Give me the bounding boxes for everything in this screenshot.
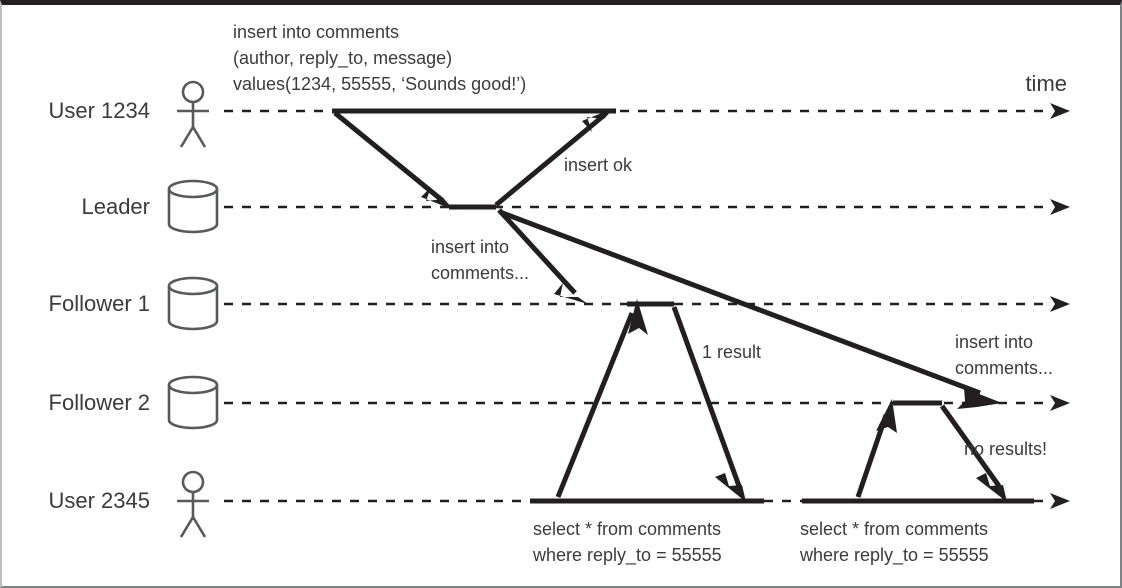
activation-segments [332,108,1034,504]
message-label-select-f2-line2: where reply_to = 55555 [799,545,989,566]
stick-figure-icon [177,470,209,538]
actor-label-user1234: User 1234 [48,98,150,123]
message-arrow-insert-ok [494,108,614,207]
message-label-insert-request-line1: insert into comments [233,22,399,42]
database-cylinder-icon [167,179,219,234]
message-arrow-select-f1 [555,299,648,498]
time-arrow-follower2 [1050,395,1070,411]
message-label-replicate-f2-line1: insert into [955,332,1033,352]
actor-label-user2345: User 2345 [48,488,150,513]
message-label-one-result: 1 result [702,342,761,362]
message-label-replicate-f1-line1: insert into [431,237,509,257]
message-arrow-replicate-f1 [497,208,588,304]
stick-figure-icon [177,80,209,148]
message-label-replicate-f2-line2: comments... [955,358,1053,378]
message-label-select-f1-line1: select * from comments [533,519,721,539]
time-arrow-leader [1050,199,1070,215]
message-label-insert-request-line2: (author, reply_to, message) [233,48,452,69]
actor-label-follower1: Follower 1 [49,291,150,316]
database-cylinder-icon [167,375,219,430]
time-axis-arrowheads [1050,103,1070,509]
time-axis-label: time [1025,71,1067,96]
actor-label-leader: Leader [81,194,150,219]
message-label-insert-request-line3: values(1234, 55555, ‘Sounds good!’) [233,74,526,94]
actor-label-follower2: Follower 2 [49,390,150,415]
message-arrow-replicate-f2 [499,209,1002,409]
message-arrow-insert-request [333,111,454,210]
message-label-select-f1-line2: where reply_to = 55555 [532,545,722,566]
message-label-replicate-f1-line2: comments... [431,263,529,283]
message-label-insert-ok: insert ok [564,155,633,175]
sequence-diagram-canvas: User 1234 Leader Follower 1 Follower 2 U… [48,22,1070,566]
time-arrow-user1234 [1050,103,1070,119]
time-arrow-user2345 [1050,493,1070,509]
message-label-select-f2-line1: select * from comments [800,519,988,539]
message-label-no-results: no results! [964,439,1047,459]
message-arrow-result-f1 [671,306,746,502]
message-arrow-select-f2 [855,399,897,498]
time-arrow-follower1 [1050,296,1070,312]
message-arrow-result-f2 [939,404,1007,502]
database-cylinder-icon [167,276,219,331]
